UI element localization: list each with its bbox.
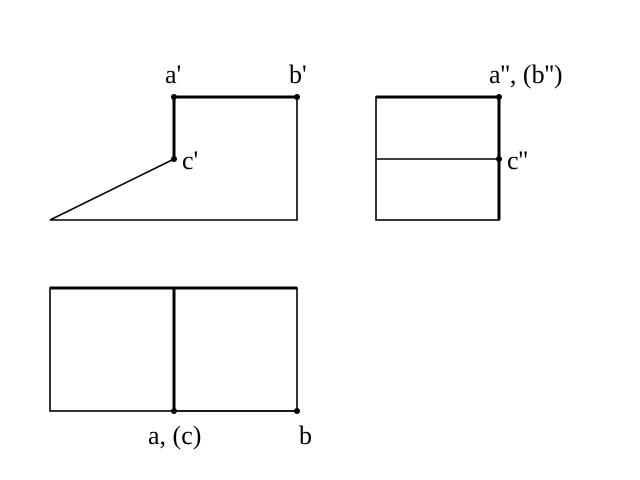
label-b: b [299, 421, 312, 450]
point-a-double-prime [496, 94, 502, 100]
side-view: a'', (b'') c'' [375, 60, 563, 221]
label-a-b-double-prime: a'', (b'') [489, 60, 563, 89]
point-a [171, 408, 177, 414]
point-c-prime [171, 156, 177, 162]
point-b-prime [294, 94, 300, 100]
label-a-c: a, (c) [148, 421, 201, 450]
label-c-double-prime: c'' [507, 146, 528, 175]
point-a-prime [171, 94, 177, 100]
label-b-prime: b' [289, 60, 307, 89]
front-view: a' b' c' [49, 60, 307, 221]
point-c-double-prime [496, 156, 502, 162]
point-b [294, 408, 300, 414]
top-view: a, (c) b [49, 286, 312, 450]
label-a-prime: a' [165, 60, 181, 89]
label-c-prime: c' [182, 146, 198, 175]
